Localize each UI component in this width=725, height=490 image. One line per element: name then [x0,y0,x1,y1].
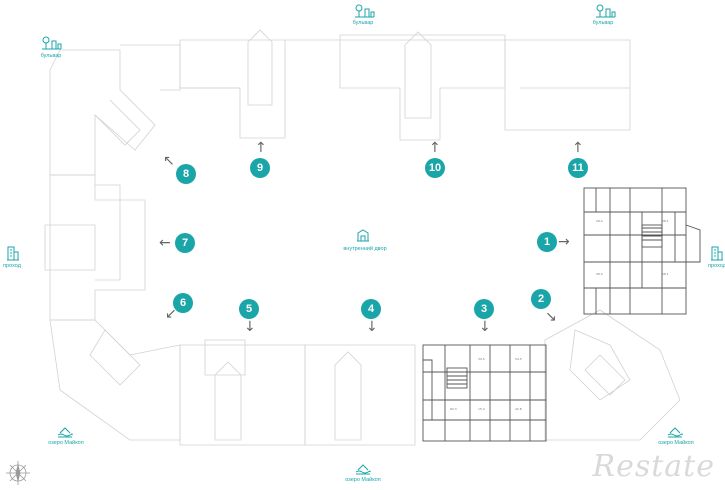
svg-text:28.1: 28.1 [662,272,669,276]
courtyard-label: внутренний двор [343,246,387,252]
viewpoint-marker-2[interactable]: 2 [531,289,551,309]
viewpoint-marker-3[interactable]: 3 [474,299,494,319]
arrow-down-icon: ↓ [366,319,378,335]
passage-label-left: проход [3,263,21,269]
viewpoint-marker-11[interactable]: 11 [568,158,588,178]
arrow-down-icon: ↓ [244,319,256,335]
viewpoint-marker-1[interactable]: 1 [537,232,557,252]
arrow-right-icon: → [558,234,570,250]
lake-icon [57,425,73,443]
svg-text:42.8: 42.8 [515,407,522,411]
svg-text:28.4: 28.4 [596,219,603,223]
building-icon [353,4,375,23]
svg-text:15.4: 15.4 [478,407,485,411]
viewpoint-marker-4[interactable]: 4 [361,299,381,319]
boulevard-label-top-center: бульвар [352,20,374,26]
arrow-down-right-icon: ↘ [545,309,557,325]
arrow-up-icon: ↑ [255,140,267,156]
lake-icon [667,425,683,443]
tower-icon [710,245,724,266]
viewpoint-marker-6[interactable]: 6 [173,293,193,313]
arrow-up-left-icon: ↖ [163,153,175,169]
arrow-up-icon: ↑ [429,140,441,156]
compass-icon [6,461,30,485]
building-icon [40,36,62,55]
boulevard-label-left: бульвар [40,53,62,59]
svg-text:60.3: 60.3 [450,407,457,411]
arrow-down-left-icon: ↙ [165,306,177,322]
svg-text:28.1: 28.1 [662,219,669,223]
arrow-left-icon: ← [159,235,171,251]
viewpoint-marker-7[interactable]: 7 [175,233,195,253]
building-icon [594,4,616,23]
viewpoint-marker-9[interactable]: 9 [250,158,270,178]
passage-label-right: проход [708,263,725,269]
watermark-logo: Restate [592,449,715,484]
lake-label-right: озеро Майкоп [658,440,694,446]
svg-text:54.5: 54.5 [515,357,522,361]
lake-icon [355,462,371,480]
viewpoint-marker-5[interactable]: 5 [239,299,259,319]
tower-icon [6,245,20,266]
viewpoint-marker-10[interactable]: 10 [425,158,445,178]
lake-label-left: озеро Майкоп [48,440,84,446]
courtyard-icon [356,229,370,248]
arrow-down-icon: ↓ [479,319,491,335]
lake-label-bottom: озеро Майкоп [345,477,381,483]
svg-text:34.5: 34.5 [478,357,485,361]
viewpoint-marker-8[interactable]: 8 [176,164,196,184]
boulevard-label-top-right: бульвар [592,20,614,26]
arrow-up-icon: ↑ [572,140,584,156]
svg-text:28.4: 28.4 [596,272,603,276]
